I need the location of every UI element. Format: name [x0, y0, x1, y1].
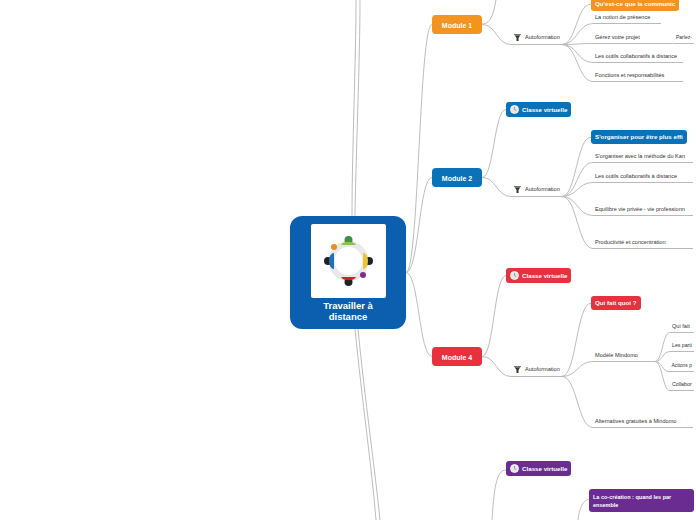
topic-text: Module 2	[442, 175, 472, 182]
topic-text: Parlez-	[676, 34, 692, 40]
topic-text: Classe virtuelle	[522, 106, 567, 113]
branch-line	[358, 329, 380, 520]
branch-connector	[562, 45, 593, 82]
subtopic-box: Classe virtuelle	[506, 461, 571, 476]
topic-label: Actions p	[669, 361, 694, 372]
topic-text: Qu'est-ce que la communic	[595, 0, 675, 7]
self-study-icon	[513, 185, 522, 194]
self-study-icon	[513, 33, 522, 42]
branch-connector	[406, 25, 432, 273]
topic-text: Travailler à distance	[316, 300, 380, 322]
branch-connector	[482, 178, 511, 197]
center-shape	[290, 216, 406, 329]
subtopic-box: S'organiser pour être plus effi	[591, 130, 687, 144]
topic-label: Les outils collaboratifs à distance	[593, 52, 683, 63]
central-topic: Travailler à distance	[290, 216, 406, 329]
topic-text: Qui fait quoi ?	[595, 299, 637, 306]
topic-label: Alternatives gratuites à Mindomo	[593, 417, 693, 428]
topic-label: S'organiser avec la méthode du Kan	[593, 152, 693, 163]
branch-connector	[655, 352, 670, 362]
topic-label: Autoformation	[511, 32, 562, 45]
topic-text: Productivité et concentration	[595, 239, 666, 245]
virtual-class-icon	[510, 271, 519, 280]
topic-text: Collabor	[672, 381, 692, 387]
topic-label: Modèle Mindomo	[593, 351, 655, 362]
topic-label: Fonctions et responsabilités	[593, 71, 683, 82]
topic-label: Qui fait	[670, 322, 694, 333]
topic-label: Gérez votre projet	[593, 33, 671, 44]
virtual-class-icon	[510, 105, 519, 114]
topic-label: Equilibre vie privée - vie professionn	[593, 205, 693, 216]
branch-connector	[562, 362, 593, 377]
branch-connector	[562, 183, 593, 197]
branch-connector	[562, 303, 591, 376]
topic-label: Les outils collaboratifs à distance	[593, 172, 693, 183]
topic-label: Les parti	[670, 341, 694, 352]
branch-connector	[482, 110, 506, 178]
branch-connector	[562, 197, 593, 216]
topic-label: Autoformation	[511, 364, 562, 377]
topic-text: Les outils collaboratifs à distance	[595, 173, 677, 179]
topic-label: Autoformation	[511, 184, 562, 197]
branch-connector	[562, 4, 591, 44]
self-study-icon	[513, 365, 522, 374]
subtopic-box: La co-création : quand les par ensemble	[589, 489, 694, 512]
topic-text: Fonctions et responsabilités	[595, 72, 664, 78]
topic-text: Actions p	[671, 362, 692, 368]
picture-frame	[311, 224, 386, 298]
branch-connector	[406, 273, 432, 357]
topic-text: Autoformation	[525, 34, 560, 40]
topic-label: La notion de présence	[593, 13, 661, 24]
branch-line	[492, 470, 506, 520]
topic-text: Module 1	[442, 22, 472, 29]
branch-connector	[562, 45, 593, 63]
topic-text: Qui fait	[672, 323, 690, 329]
topic-text: La co-création : quand les par ensemble	[593, 494, 671, 509]
topic-text: Module 4	[442, 354, 472, 361]
branch-connector	[482, 25, 511, 45]
branch-connector	[562, 24, 593, 45]
topic-text: La notion de présence	[595, 14, 650, 20]
topic-text: Alternatives gratuites à Mindomo	[595, 418, 676, 424]
topic-text: Classe virtuelle	[522, 465, 567, 472]
branch-connector	[482, 276, 506, 357]
subtopic-box: Classe virtuelle	[506, 268, 571, 283]
module-topic: Module 2	[432, 168, 482, 187]
topic-label: Parlez-	[674, 33, 694, 44]
branch-line	[355, 329, 376, 520]
topic-text: S'organiser avec la méthode du Kan	[595, 153, 685, 159]
subtopic-box: Classe virtuelle	[506, 102, 571, 117]
branch-connector	[406, 178, 432, 273]
module-topic: Module 1	[432, 15, 482, 34]
topic-text: Autoformation	[525, 366, 560, 372]
topic-text: S'organiser pour être plus effi	[595, 133, 683, 140]
branch-connector	[562, 163, 593, 197]
module-topic: Module 4	[432, 347, 482, 366]
topic-text: Equilibre vie privée - vie professionn	[595, 206, 685, 212]
branch-line	[355, 0, 360, 216]
subtopic-box: Qui fait quoi ?	[591, 296, 641, 310]
topic-label: Productivité et concentration	[593, 238, 693, 249]
topic-text: Gérez votre projet	[595, 34, 640, 40]
branch-connector	[562, 137, 591, 196]
virtual-class-icon	[510, 464, 519, 473]
topic-text: Modèle Mindomo	[595, 352, 638, 358]
topic-text: Les outils collaboratifs à distance	[595, 53, 677, 59]
branch-connector	[562, 197, 593, 249]
subtopic-box: Qu'est-ce que la communic	[591, 0, 679, 11]
people-circle	[324, 236, 373, 286]
topic-text: Les parti	[672, 342, 692, 348]
branch-connector	[482, 357, 511, 377]
branch-connector	[655, 362, 670, 391]
branch-connector	[562, 377, 593, 428]
topic-text: Autoformation	[525, 186, 560, 192]
branch-connector	[655, 333, 670, 362]
branch-line	[482, 0, 496, 24]
topic-text: Classe virtuelle	[522, 272, 567, 279]
topic-label: Collabor	[670, 380, 694, 391]
